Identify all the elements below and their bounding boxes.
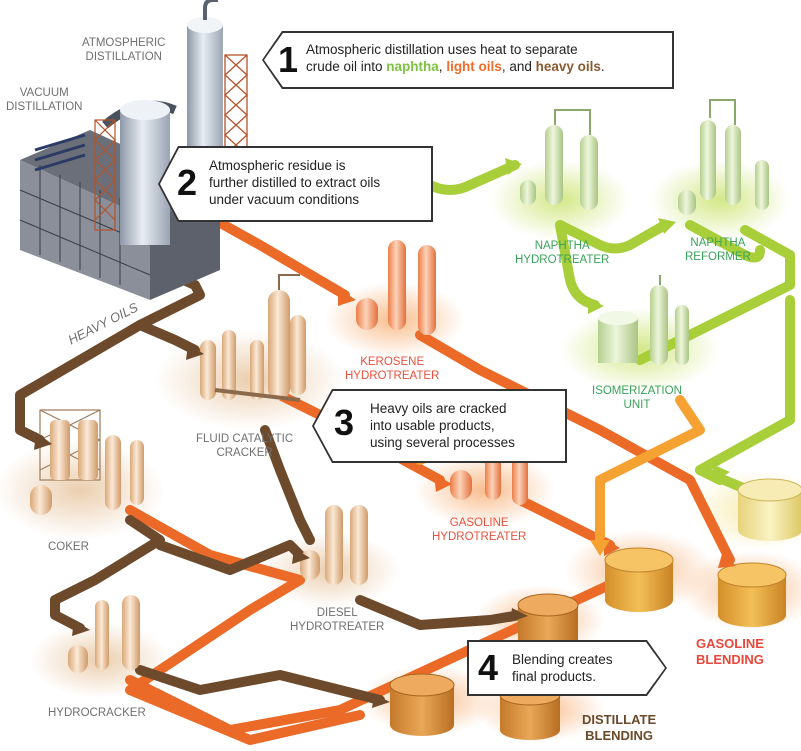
- naphtha-hydrotreater-unit: [520, 109, 598, 210]
- callout-step-1-text: Atmospheric distillation uses heat to se…: [306, 42, 605, 74]
- gasoline-blending-tanks: [604, 478, 801, 627]
- flow-arrows: [34, 158, 736, 708]
- naphtha-reformer-unit: [678, 99, 769, 215]
- diesel-hydrotreater-unit: [300, 505, 368, 585]
- kerosene-hydrotreater-unit: [356, 240, 436, 335]
- hydrocracker-unit: [68, 595, 140, 673]
- callout-step-1-number: 1: [278, 39, 299, 80]
- fluid-catalytic-cracker-unit: [200, 274, 306, 402]
- callout-step-1-body: 1 Atmospheric distillation uses heat to …: [264, 33, 672, 87]
- callout-step-4-number: 4: [478, 647, 499, 688]
- callout-step-3-number: 3: [334, 402, 355, 443]
- isomerization-unit-tanks: [598, 275, 689, 365]
- callout-step-2-number: 2: [177, 162, 198, 203]
- label-coker: COKER: [48, 541, 89, 553]
- label-hydrocracker: HYDROCRACKER: [48, 707, 146, 719]
